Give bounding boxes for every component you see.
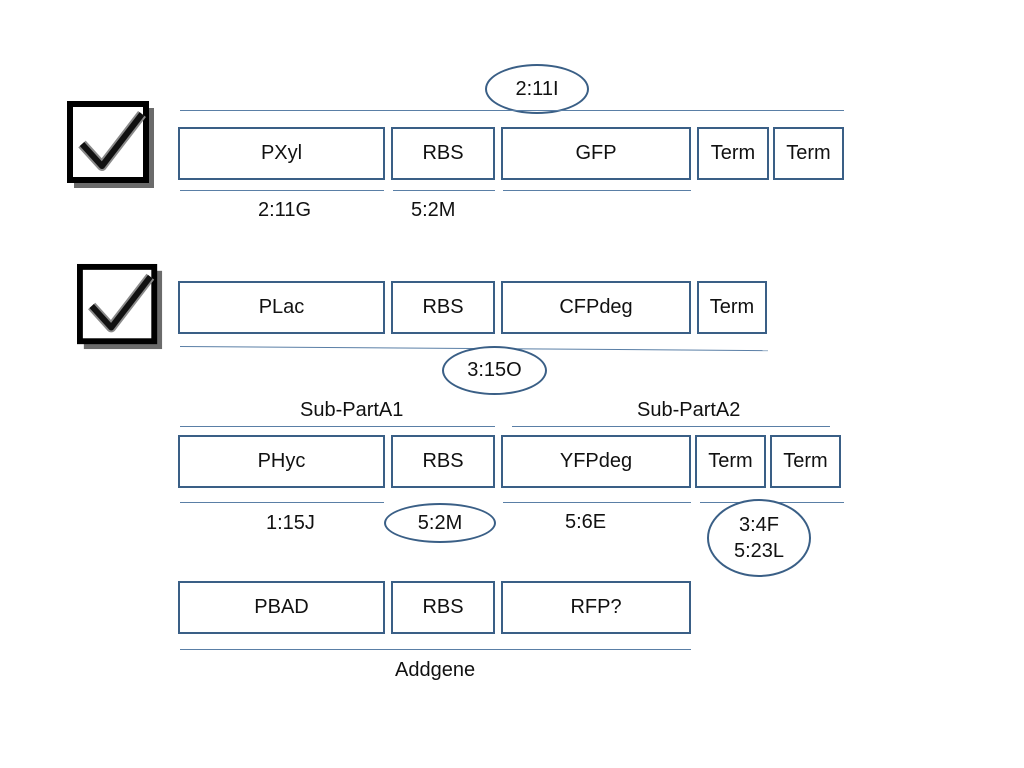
part-pbad: PBAD	[178, 581, 385, 634]
part-rfp: RFP?	[501, 581, 691, 634]
part-rbs: RBS	[391, 581, 495, 634]
part-cfpdeg: CFPdeg	[501, 281, 691, 334]
checkbox-checked-icon	[67, 101, 154, 188]
subpart-a2-label: Sub-PartA2	[637, 399, 741, 421]
row3-under-line	[180, 502, 384, 503]
part-gfp: GFP	[501, 127, 691, 180]
subpart-a1-label: Sub-PartA1	[300, 399, 404, 421]
row1-under-line	[180, 190, 384, 191]
subpart-a1-line	[180, 426, 495, 427]
row3-rbs-oval: 5:2M	[384, 503, 496, 543]
checkbox-checked-icon	[77, 263, 163, 350]
part-term: Term	[697, 127, 769, 180]
row1-under-line	[393, 190, 495, 191]
row1-tag-oval: 2:11I	[485, 64, 589, 114]
row3-term-label: 3:4F	[738, 514, 780, 536]
part-yfpdeg: YFPdeg	[501, 435, 691, 488]
subpart-a2-line	[512, 426, 830, 427]
row4-under-line	[180, 649, 691, 650]
row1-under-label: 2:11G	[258, 199, 311, 221]
row2-tag-oval: 3:15O	[442, 346, 547, 395]
part-term: Term	[773, 127, 844, 180]
part-plac: PLac	[178, 281, 385, 334]
part-term: Term	[770, 435, 841, 488]
part-rbs: RBS	[391, 435, 495, 488]
part-pxyl: PXyl	[178, 127, 385, 180]
row1-under-label: 5:2M	[411, 199, 456, 221]
row1-top-line	[180, 110, 844, 111]
row3-under-label: 5:6E	[565, 511, 607, 533]
part-rbs: RBS	[391, 127, 495, 180]
part-phyc: PHyc	[178, 435, 385, 488]
part-rbs: RBS	[391, 281, 495, 334]
part-term: Term	[695, 435, 766, 488]
row1-under-line	[503, 190, 691, 191]
row3-under-line	[503, 502, 691, 503]
row3-under-label: 1:15J	[266, 512, 315, 534]
part-term: Term	[697, 281, 767, 334]
row3-term-oval: 3:4F 5:23L	[707, 499, 811, 577]
row3-term-label: 5:23L	[733, 540, 785, 562]
addgene-label: Addgene	[395, 659, 476, 681]
